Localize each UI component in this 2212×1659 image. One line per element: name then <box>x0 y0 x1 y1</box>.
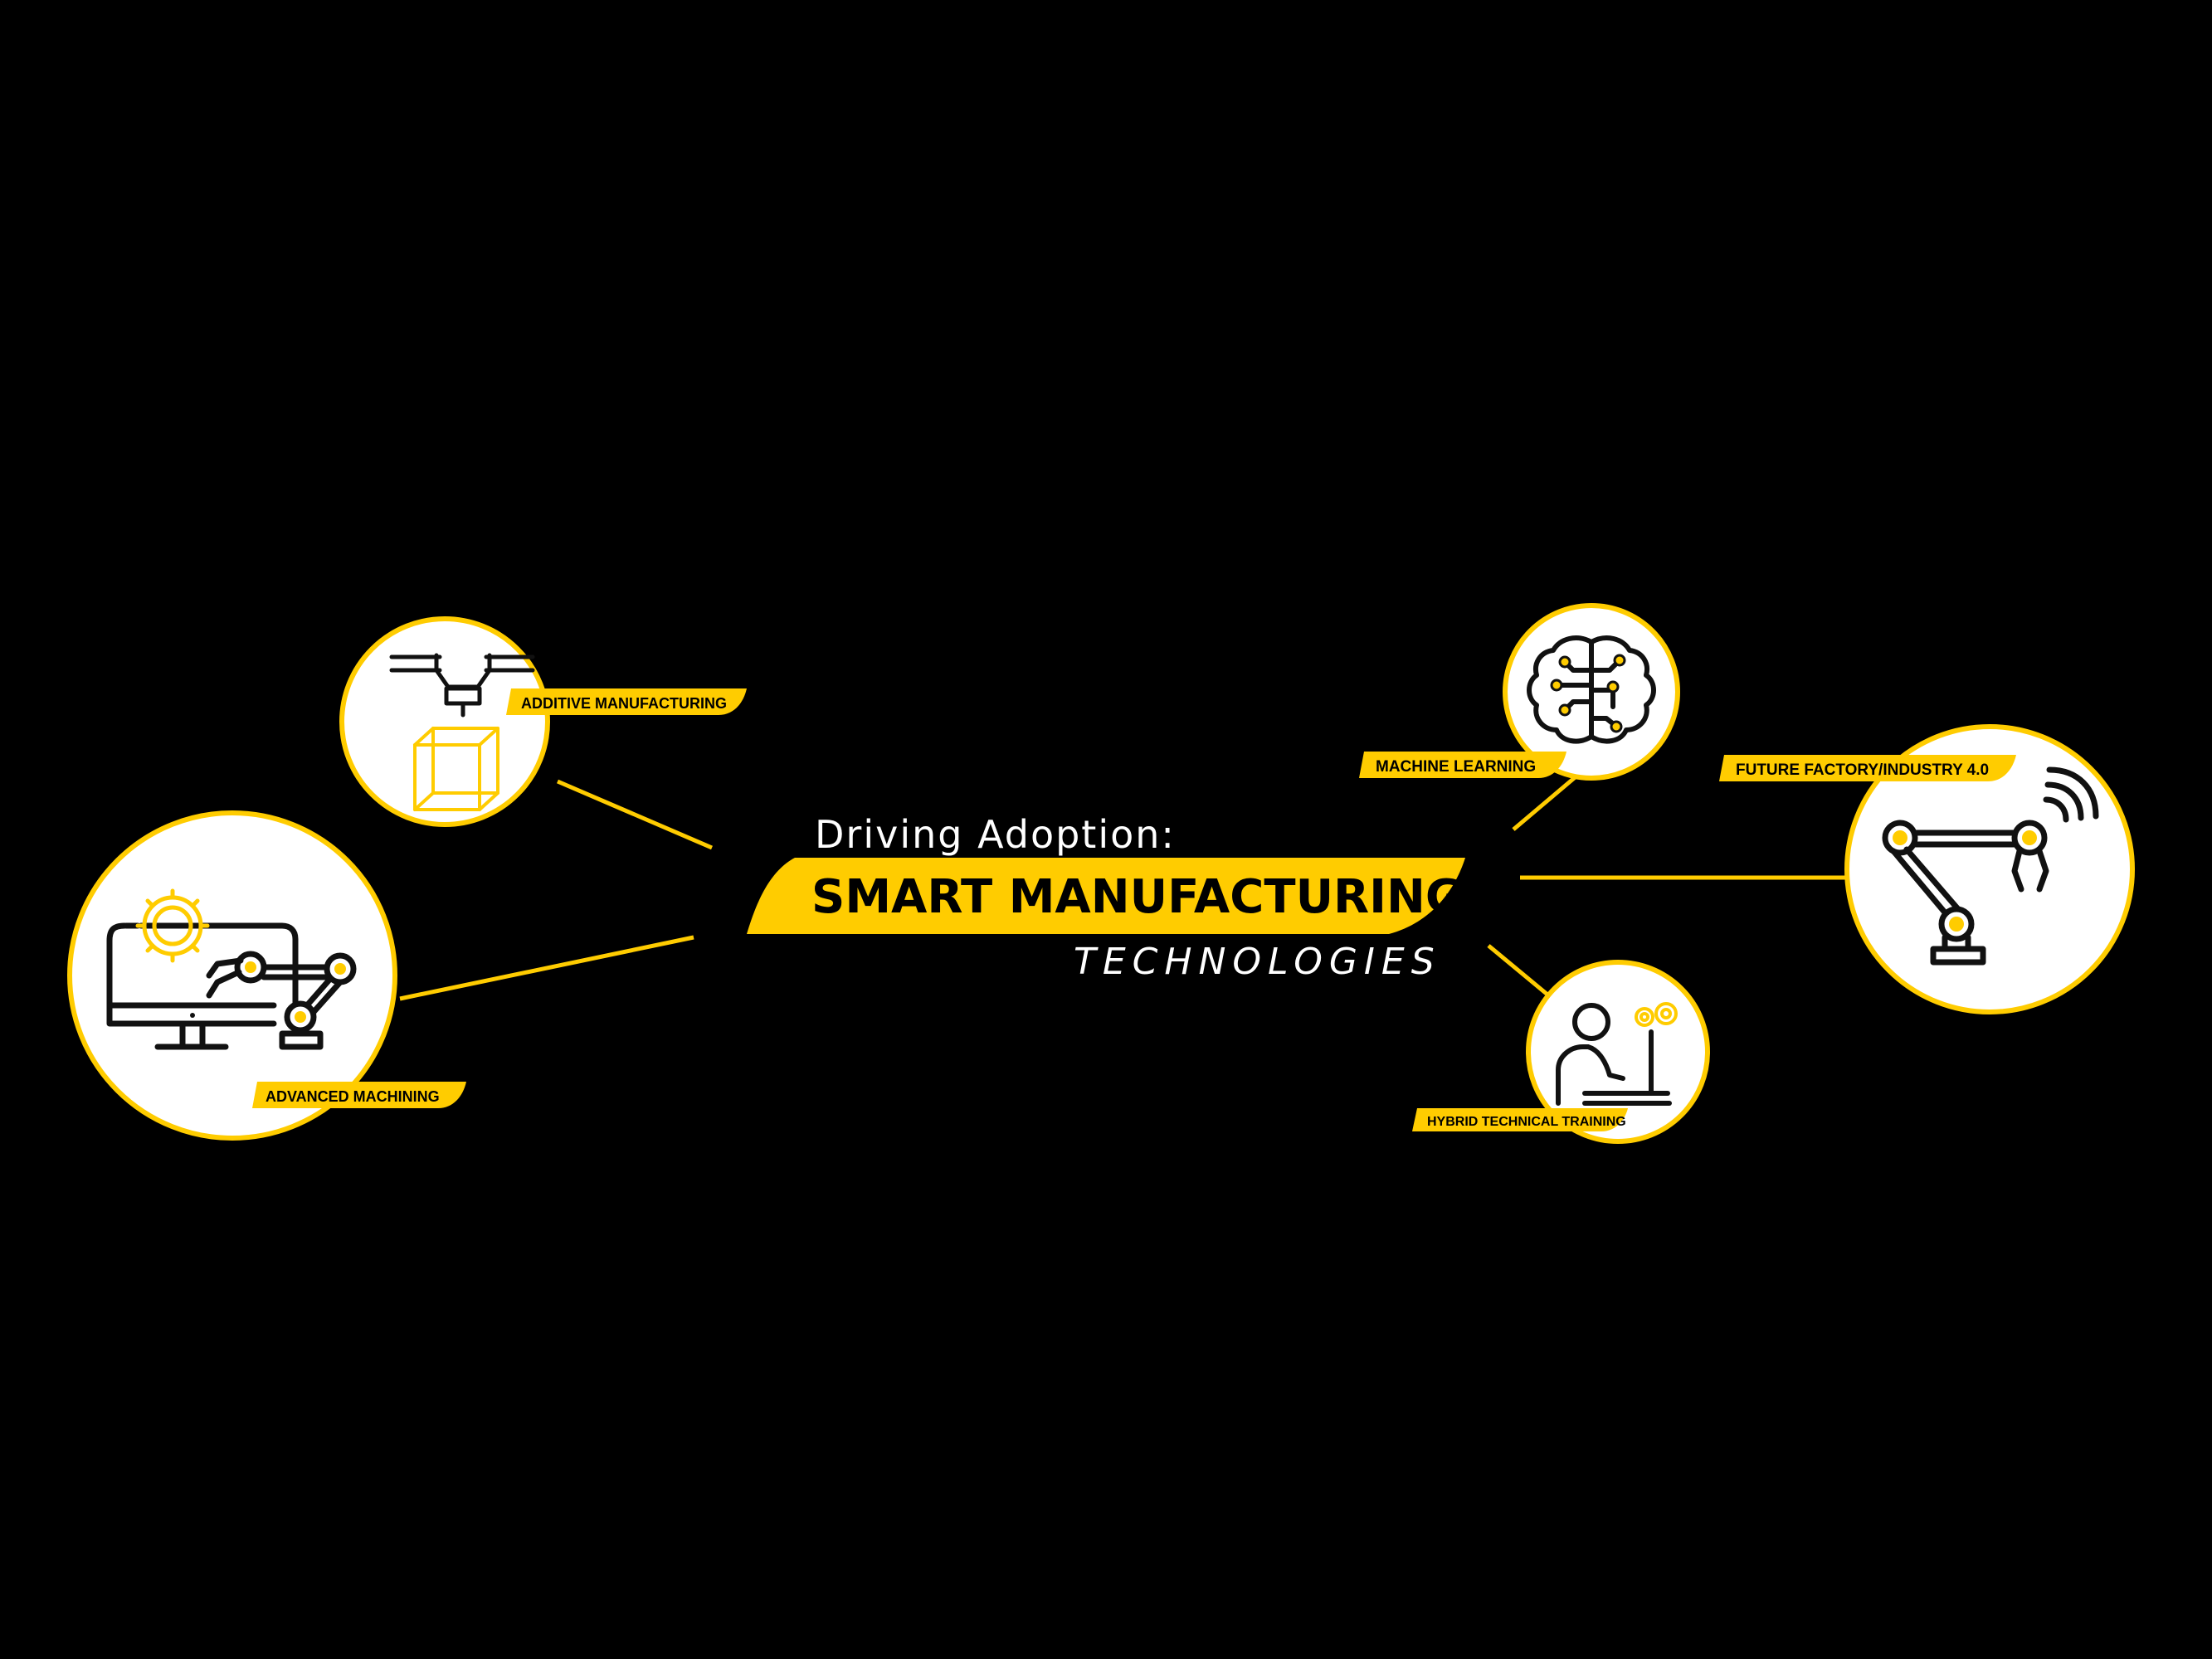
3d-printer-icon <box>389 653 535 811</box>
computer-robot-arm-icon <box>106 888 357 1050</box>
node-additive-manufacturing[interactable]: ADDITIVE MANUFACTURING <box>339 616 747 827</box>
node-label: FUTURE FACTORY/INDUSTRY 4.0 <box>1736 761 1989 779</box>
title-line3: TECHNOLOGIES <box>1074 941 1441 983</box>
node-label: ADVANCED MACHINING <box>266 1088 440 1105</box>
connector-hybrid <box>1487 944 1558 1004</box>
node-advanced-machining[interactable]: ADVANCED MACHINING <box>67 810 466 1141</box>
gears-icon <box>1635 1002 1678 1027</box>
node-circle <box>1526 960 1710 1144</box>
label-tab <box>1412 1108 1628 1131</box>
node-label: ADDITIVE MANUFACTURING <box>521 695 727 712</box>
node-future-factory[interactable]: FUTURE FACTORY/INDUSTRY 4.0 <box>1719 724 2135 1014</box>
connector-lines <box>399 773 1847 1004</box>
label-tab <box>506 688 747 715</box>
label-tab <box>1359 752 1566 778</box>
brain-circuit-icon <box>1527 635 1656 744</box>
node-circle <box>1844 724 2135 1014</box>
center-title: Driving Adoption: SMART MANUFACTURING TE… <box>747 812 1465 983</box>
node-machine-learning[interactable]: MACHINE LEARNING <box>1359 603 1680 781</box>
person-laptop-gears-icon <box>1556 1003 1672 1106</box>
label-tab <box>252 1082 466 1108</box>
label-tab <box>1719 755 2016 781</box>
brain-nodes <box>1550 654 1626 733</box>
node-label: HYBRID TECHNICAL TRAINING <box>1427 1115 1626 1129</box>
title-line1: Driving Adoption: <box>815 812 1176 857</box>
node-hybrid-technical-training[interactable]: HYBRID TECHNICAL TRAINING <box>1412 960 1710 1144</box>
connector-advanced <box>399 935 694 1001</box>
connector-ml <box>1512 773 1580 831</box>
title-line2: SMART MANUFACTURING <box>811 870 1464 924</box>
node-label: MACHINE LEARNING <box>1376 758 1536 776</box>
title-highlight-bar <box>747 858 1465 934</box>
connector-additive <box>557 779 713 850</box>
